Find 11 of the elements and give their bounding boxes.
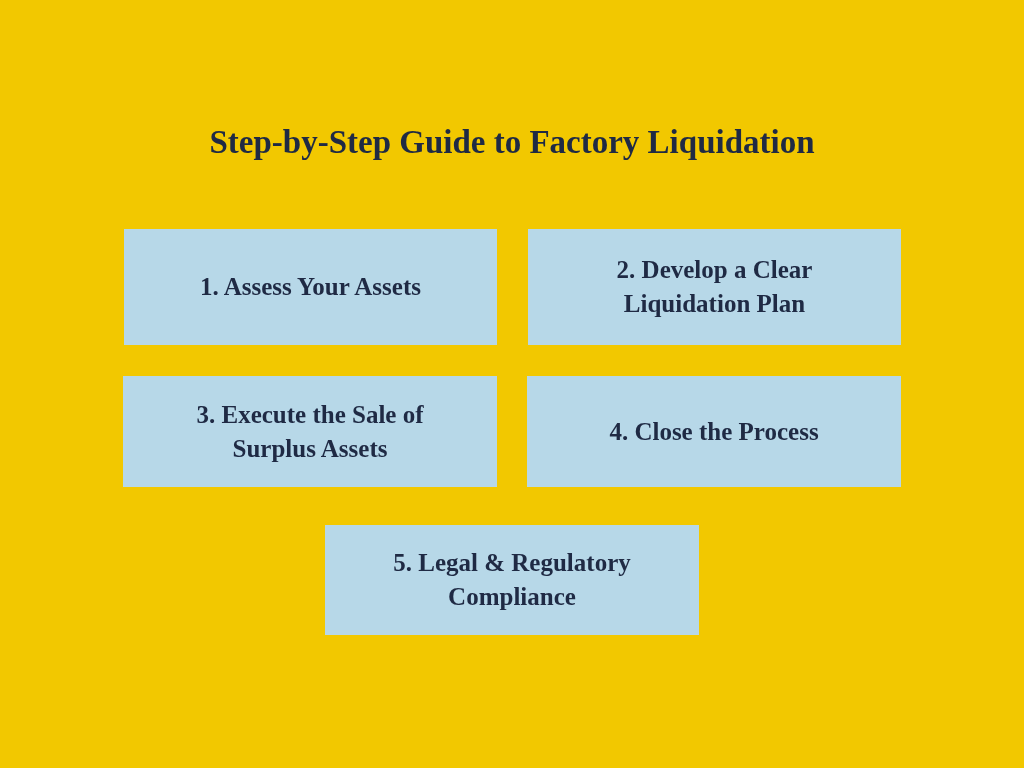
step-box	[527, 376, 901, 487]
step-label: 5. Legal & Regulatory Compliance	[392, 548, 632, 612]
step-box	[124, 229, 497, 345]
step-box	[123, 376, 497, 487]
step-box	[528, 229, 901, 345]
step-label: 3. Execute the Sale of Surplus Assets	[195, 399, 425, 464]
step-box	[325, 525, 699, 635]
step-label: 4. Close the Process	[609, 416, 819, 447]
step-label: 2. Develop a Clear Liquidation Plan	[615, 255, 814, 319]
title: Step-by-Step Guide to Factory Liquidation	[208, 124, 816, 161]
step-label: 1. Assess Your Assets	[200, 272, 421, 302]
